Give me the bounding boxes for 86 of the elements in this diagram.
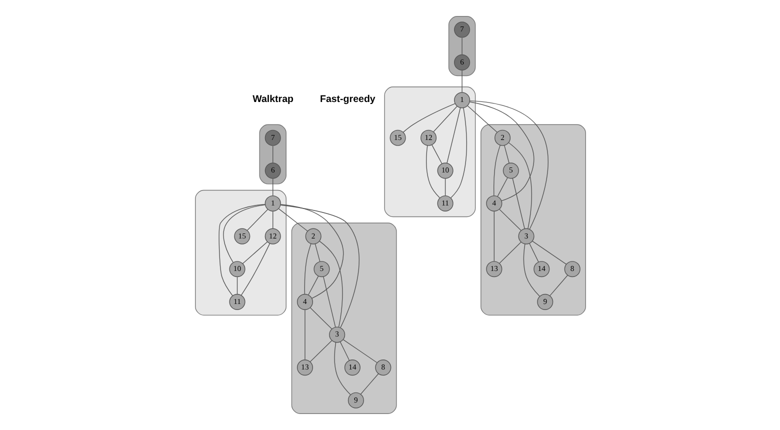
connector [272,146,273,164]
node-circle: 7 [264,130,280,146]
node-circle: 6 [454,54,470,70]
connector [280,204,344,299]
cluster [448,16,476,76]
node-circle: 14 [533,261,550,278]
cluster [480,124,586,316]
connector [272,178,273,196]
connector [461,70,462,93]
connector [242,242,268,264]
connector [432,106,457,132]
node-circle: 6 [264,162,280,179]
connector [322,276,336,328]
node-circle: 1 [264,195,280,212]
label: Walktrap [252,94,294,106]
connector [342,339,377,363]
connector [272,211,273,229]
connector [318,240,342,328]
node-circle: 12 [420,130,436,146]
connector [492,144,500,196]
connector [360,373,378,395]
connector [314,244,320,262]
connector [308,276,318,296]
node-circle: 12 [264,228,280,244]
connector [528,243,538,262]
connector [512,178,524,230]
connector [304,309,305,360]
connector [468,102,534,202]
node-circle: 9 [536,294,553,310]
connector [446,107,460,164]
cluster [384,86,476,218]
node-circle: 13 [296,360,313,376]
connector [522,244,540,297]
node-circle: 2 [304,228,321,244]
connector [304,243,311,294]
connector [309,340,332,362]
node-circle: 13 [486,261,502,278]
label: Fast-greedy [319,94,375,106]
node-circle: 4 [296,294,313,310]
connector [236,276,238,295]
connector [309,307,332,330]
node-circle: 7 [454,22,470,38]
connector [431,144,442,164]
node-circle: 11 [228,294,245,310]
connector [246,209,268,231]
cluster [258,124,286,184]
connector [222,204,266,263]
cluster [194,190,286,316]
node-circle: 10 [436,162,453,179]
node-circle: 5 [502,162,518,179]
connector [450,107,467,198]
connector [493,210,494,262]
node-circle: 3 [518,228,534,244]
connector [496,177,508,197]
cluster [290,222,396,414]
connector [548,274,568,296]
connector [461,37,462,56]
node-circle: 15 [234,228,250,244]
node-circle: 2 [494,130,510,146]
node-circle: 3 [328,326,345,343]
connector [240,243,270,296]
node-circle: 4 [486,195,502,212]
connector [508,142,532,229]
connector [498,242,521,264]
node-circle: 8 [374,360,391,376]
connector [504,145,509,164]
connector [531,240,566,265]
connector [426,145,440,198]
node-circle: 5 [313,261,330,278]
connector [278,208,308,232]
node-circle: 14 [344,360,360,376]
connector [402,103,455,133]
connector [466,106,497,132]
connector [334,342,350,395]
node-circle: 9 [347,392,364,408]
connector [339,341,350,361]
connector [280,204,359,328]
node-circle: 1 [454,92,470,108]
node-circle: 15 [389,130,406,146]
node-circle: 8 [564,261,580,278]
connector [468,100,548,230]
node-circle: 10 [228,261,245,278]
connector [444,178,446,196]
connector [218,204,266,296]
connector [498,209,521,231]
node-circle: 11 [436,195,453,212]
